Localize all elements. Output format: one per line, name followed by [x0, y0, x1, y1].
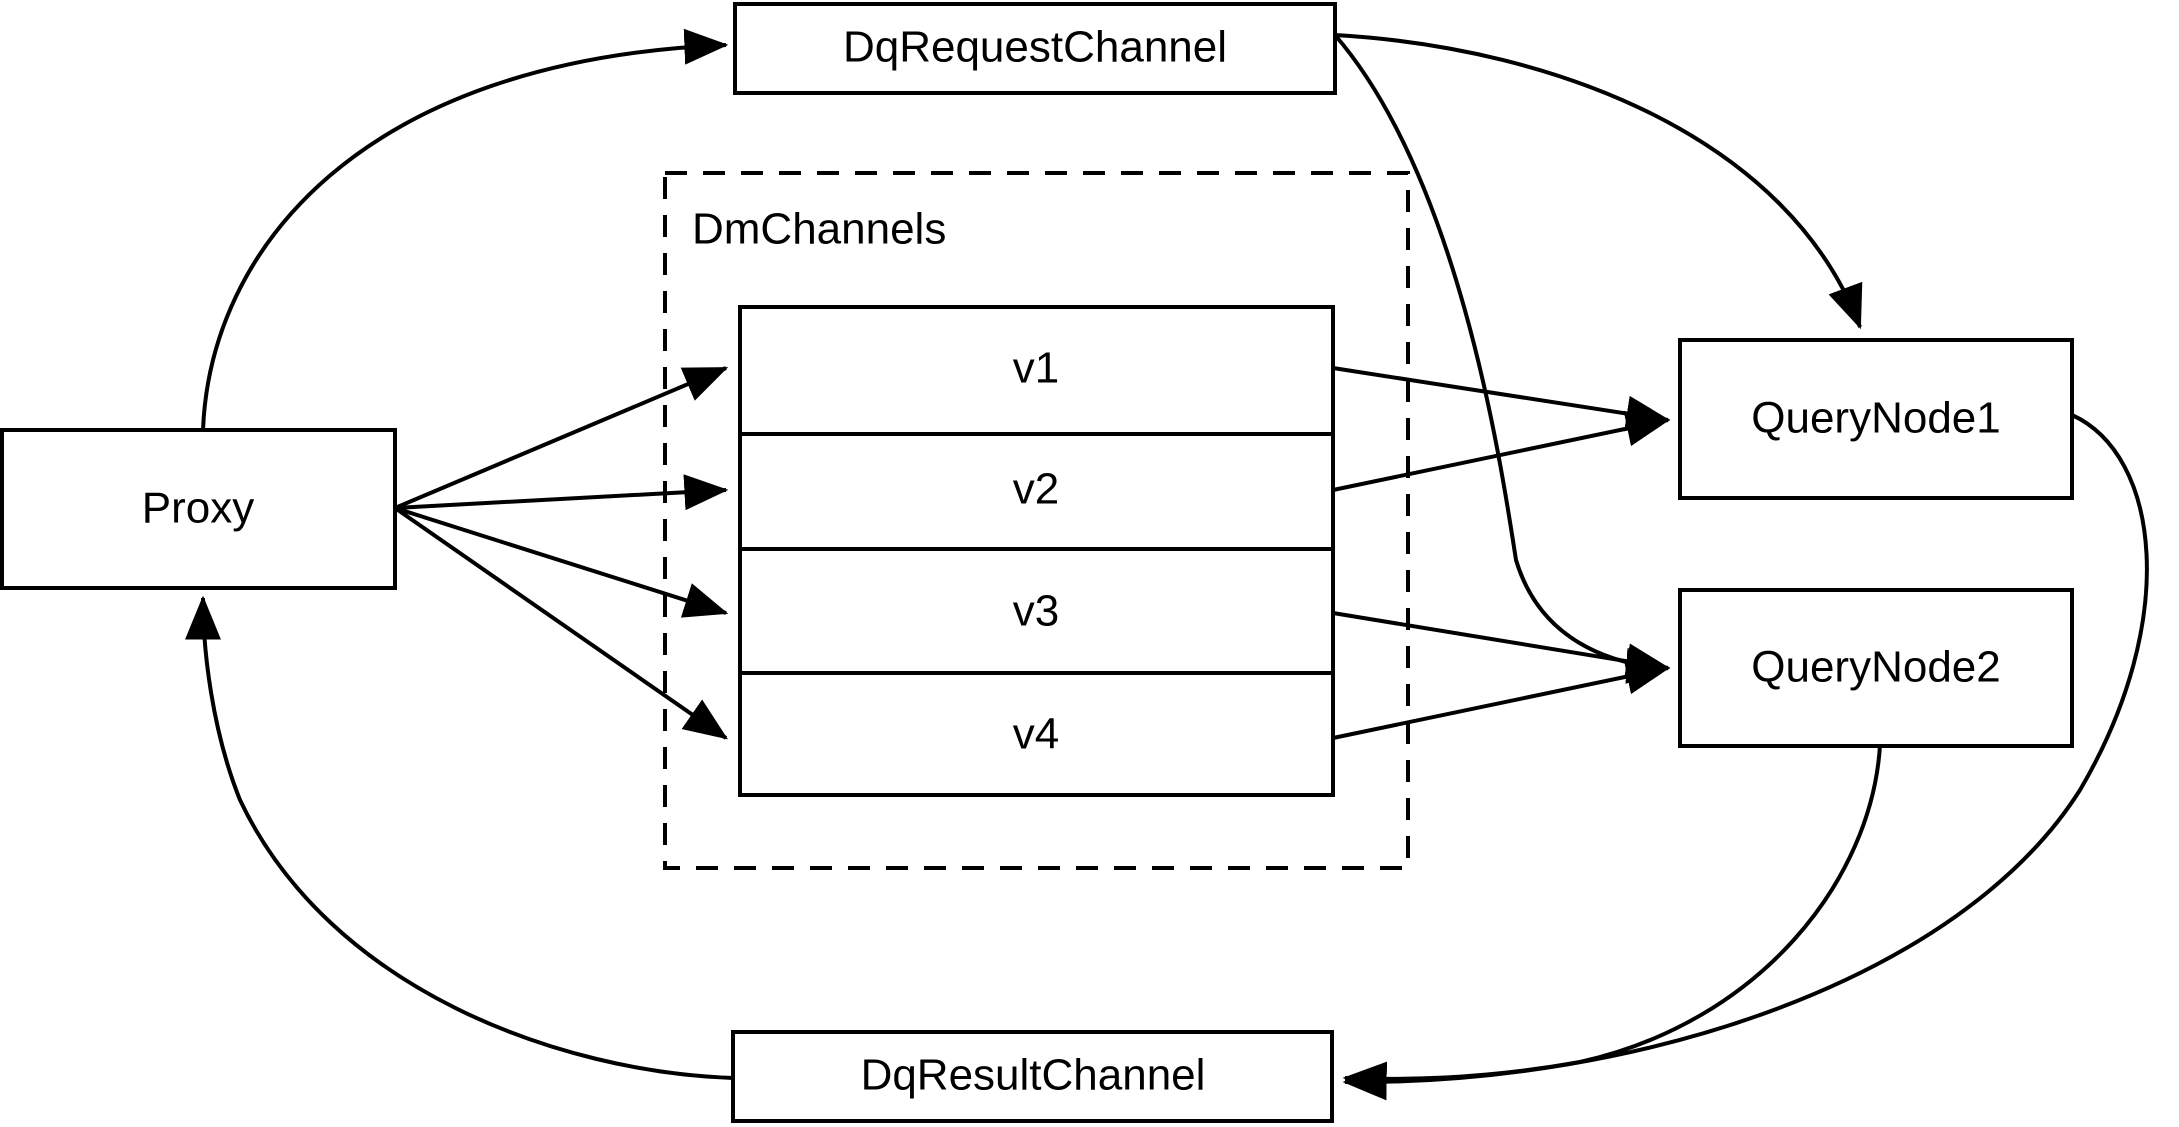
- dmchannel-row-v1[interactable]: v1: [1013, 344, 1059, 393]
- edge-proxy-to-v1: [394, 366, 729, 510]
- edge-proxy-to-v2: [394, 474, 729, 511]
- node-dqresultchannel-label: DqResultChannel: [861, 1051, 1206, 1100]
- node-dqresultchannel-box[interactable]: [731, 1030, 1334, 1123]
- node-proxy-box[interactable]: [0, 428, 397, 590]
- dmchannels-group-box: [663, 171, 1410, 870]
- node-dqrequestchannel-label: DqRequestChannel: [843, 23, 1227, 72]
- dmchannel-row-v2[interactable]: v2: [1013, 465, 1059, 514]
- edge-querynode2-to-dqresultchannel: [1342, 744, 1882, 1098]
- dmchannel-row-v4[interactable]: v4: [1013, 710, 1059, 759]
- node-proxy-label: Proxy: [142, 484, 254, 533]
- edge-v2-to-querynode1: [1332, 410, 1671, 492]
- node-querynode2-box[interactable]: [1678, 588, 2074, 748]
- edge-proxy-to-v3: [394, 506, 729, 618]
- dmchannel-row-v3[interactable]: v3: [1013, 587, 1059, 636]
- node-dqrequestchannel-box[interactable]: [733, 2, 1337, 95]
- node-querynode1-box[interactable]: [1678, 338, 2074, 500]
- edge-v4-to-querynode2: [1332, 658, 1671, 740]
- node-querynode2-label: QueryNode2: [1751, 643, 2000, 692]
- dmchannels-group-label: DmChannels: [692, 205, 946, 254]
- edge-proxy-to-dqrequestchannel: [201, 28, 729, 431]
- node-querynode1-label: QueryNode1: [1751, 394, 2000, 443]
- edge-dqrequestchannel-to-querynode1: [1334, 33, 1863, 330]
- edge-v3-to-querynode2: [1332, 611, 1671, 680]
- edge-dqresultchannel-to-proxy: [185, 595, 734, 1080]
- edge-v1-to-querynode1: [1332, 366, 1671, 432]
- edge-proxy-to-v4: [393, 506, 728, 740]
- edge-dqrequestchannel-to-querynode2: [1333, 33, 1671, 684]
